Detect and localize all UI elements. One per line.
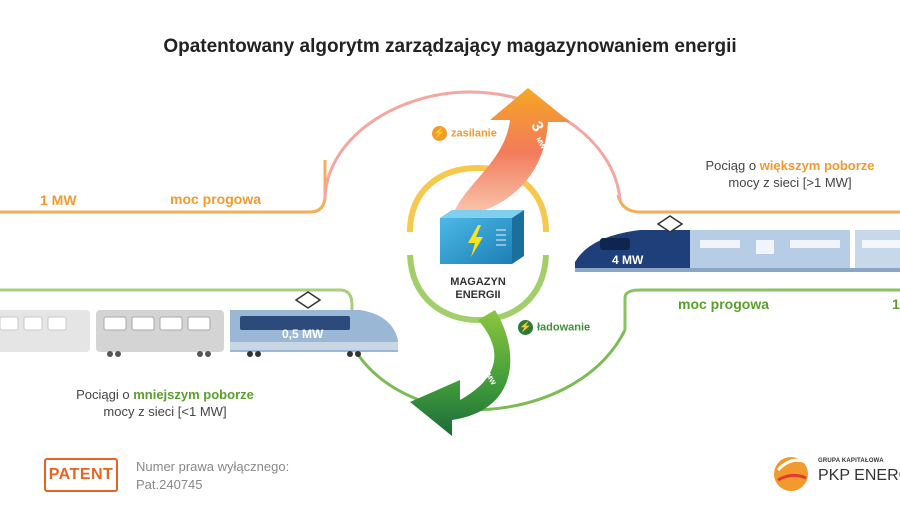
left-description: Pociągi o mniejszym poborze mocy z sieci…	[76, 387, 254, 419]
left-threshold-line-green	[0, 288, 354, 340]
right-threshold-line-green	[623, 288, 900, 330]
page-title: Opatentowany algorytm zarządzający magaz…	[163, 36, 737, 57]
left-train-power: 0,5 MW	[282, 327, 324, 341]
right-train-power: 4 MW	[612, 253, 644, 267]
right-description: Pociąg o większym poborze mocy z sieci […	[705, 158, 875, 190]
lightning-icon: ⚡	[432, 126, 447, 141]
storage-box	[440, 210, 524, 264]
outer-ring-top	[323, 90, 622, 201]
supply-arrow	[455, 88, 570, 215]
pkp-logo-mark	[774, 457, 809, 491]
inner-ring-top	[407, 164, 549, 233]
patent-badge: PATENT	[44, 458, 118, 492]
right-threshold-value: 1	[892, 296, 900, 312]
logo-company-name: PKP ENERG	[818, 467, 900, 484]
left-train	[0, 291, 398, 357]
right-threshold-label: moc progowa	[678, 296, 770, 312]
left-threshold-label: moc progowa	[170, 191, 262, 207]
supply-label: ⚡zasilanie	[432, 126, 497, 141]
right-threshold-line-orange	[616, 194, 900, 214]
charge-arrow	[410, 310, 511, 436]
lightning-icon: ⚡	[518, 320, 533, 335]
left-threshold-value: 1 MW	[40, 192, 77, 208]
charge-label: ⚡ładowanie	[518, 320, 591, 335]
logo-group-label: GRUPA KAPITAŁOWA	[818, 458, 884, 464]
patent-number: Numer prawa wyłącznego:Pat.240745	[136, 459, 290, 492]
right-train	[575, 215, 900, 272]
